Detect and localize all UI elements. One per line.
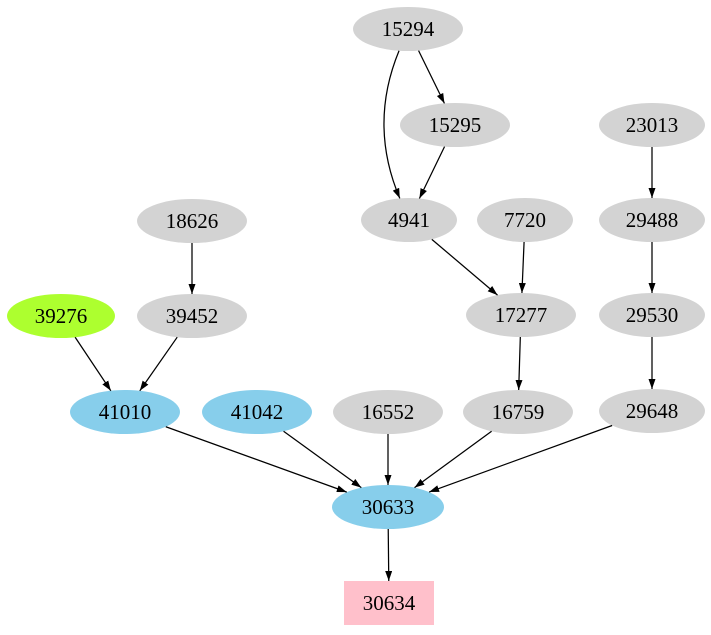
edge-29648-30633: [428, 424, 613, 493]
node-label: 17277: [495, 303, 548, 327]
node-label: 29530: [626, 303, 679, 327]
node-label: 16552: [362, 400, 415, 424]
node-label: 15295: [429, 113, 482, 137]
node-ellipse: [70, 390, 180, 434]
node-41010: 41010: [70, 390, 180, 434]
edges-layer: [74, 50, 656, 582]
node-ellipse: [477, 198, 573, 242]
node-16552: 16552: [333, 390, 443, 434]
node-29648: 29648: [599, 389, 705, 433]
node-29530: 29530: [599, 293, 705, 337]
node-label: 18626: [166, 209, 219, 233]
node-4941: 4941: [361, 198, 457, 242]
node-ellipse: [599, 293, 705, 337]
node-17277: 17277: [466, 293, 576, 337]
node-label: 30634: [363, 591, 416, 615]
node-ellipse: [332, 485, 444, 529]
edge-15295-4941: [418, 146, 446, 199]
node-label: 15294: [382, 17, 435, 41]
node-ellipse: [137, 199, 247, 243]
node-ellipse: [137, 294, 247, 338]
edge-15294-4941: [383, 50, 401, 199]
node-16759: 16759: [463, 390, 573, 434]
node-29488: 29488: [599, 198, 705, 242]
node-label: 23013: [626, 113, 679, 137]
edge-7720-17277: [518, 241, 526, 294]
edge-41042-30633: [283, 430, 362, 489]
node-39276: 39276: [7, 294, 115, 338]
node-label: 7720: [504, 208, 546, 232]
node-label: 41042: [231, 400, 284, 424]
node-label: 16759: [492, 400, 545, 424]
node-ellipse: [599, 389, 705, 433]
node-ellipse: [361, 198, 457, 242]
node-label: 29648: [626, 399, 679, 423]
edge-16759-30633: [414, 430, 492, 489]
node-ellipse: [599, 103, 705, 147]
node-ellipse: [466, 293, 576, 337]
node-15294: 15294: [353, 7, 463, 51]
node-ellipse: [599, 198, 705, 242]
node-box: [344, 581, 434, 625]
node-label: 29488: [626, 208, 679, 232]
edge-15294-15295: [418, 50, 445, 104]
node-23013: 23013: [599, 103, 705, 147]
node-ellipse: [333, 390, 443, 434]
nodes-layer: 15294 15295 23013 18626 4941 7720 29488 39276 39…: [7, 7, 705, 625]
edge-41010-30633: [165, 426, 347, 493]
node-15295: 15295: [400, 103, 510, 147]
node-30633: 30633: [332, 485, 444, 529]
node-label: 39452: [166, 304, 219, 328]
node-label: 39276: [35, 304, 88, 328]
node-ellipse: [463, 390, 573, 434]
node-39452: 39452: [137, 294, 247, 338]
edge-17277-16759: [515, 336, 523, 391]
node-ellipse: [353, 7, 463, 51]
edge-39452-41010: [139, 336, 178, 392]
edge-39276-41010: [74, 336, 112, 392]
node-18626: 18626: [137, 199, 247, 243]
node-ellipse: [7, 294, 115, 338]
edge-4941-17277: [431, 238, 498, 296]
node-label: 4941: [388, 208, 430, 232]
node-ellipse: [202, 390, 312, 434]
edge-30633-30634: [385, 528, 393, 582]
node-7720: 7720: [477, 198, 573, 242]
node-41042: 41042: [202, 390, 312, 434]
node-label: 41010: [99, 400, 152, 424]
node-label: 30633: [362, 495, 415, 519]
node-ellipse: [400, 103, 510, 147]
node-30634: 30634: [344, 581, 434, 625]
